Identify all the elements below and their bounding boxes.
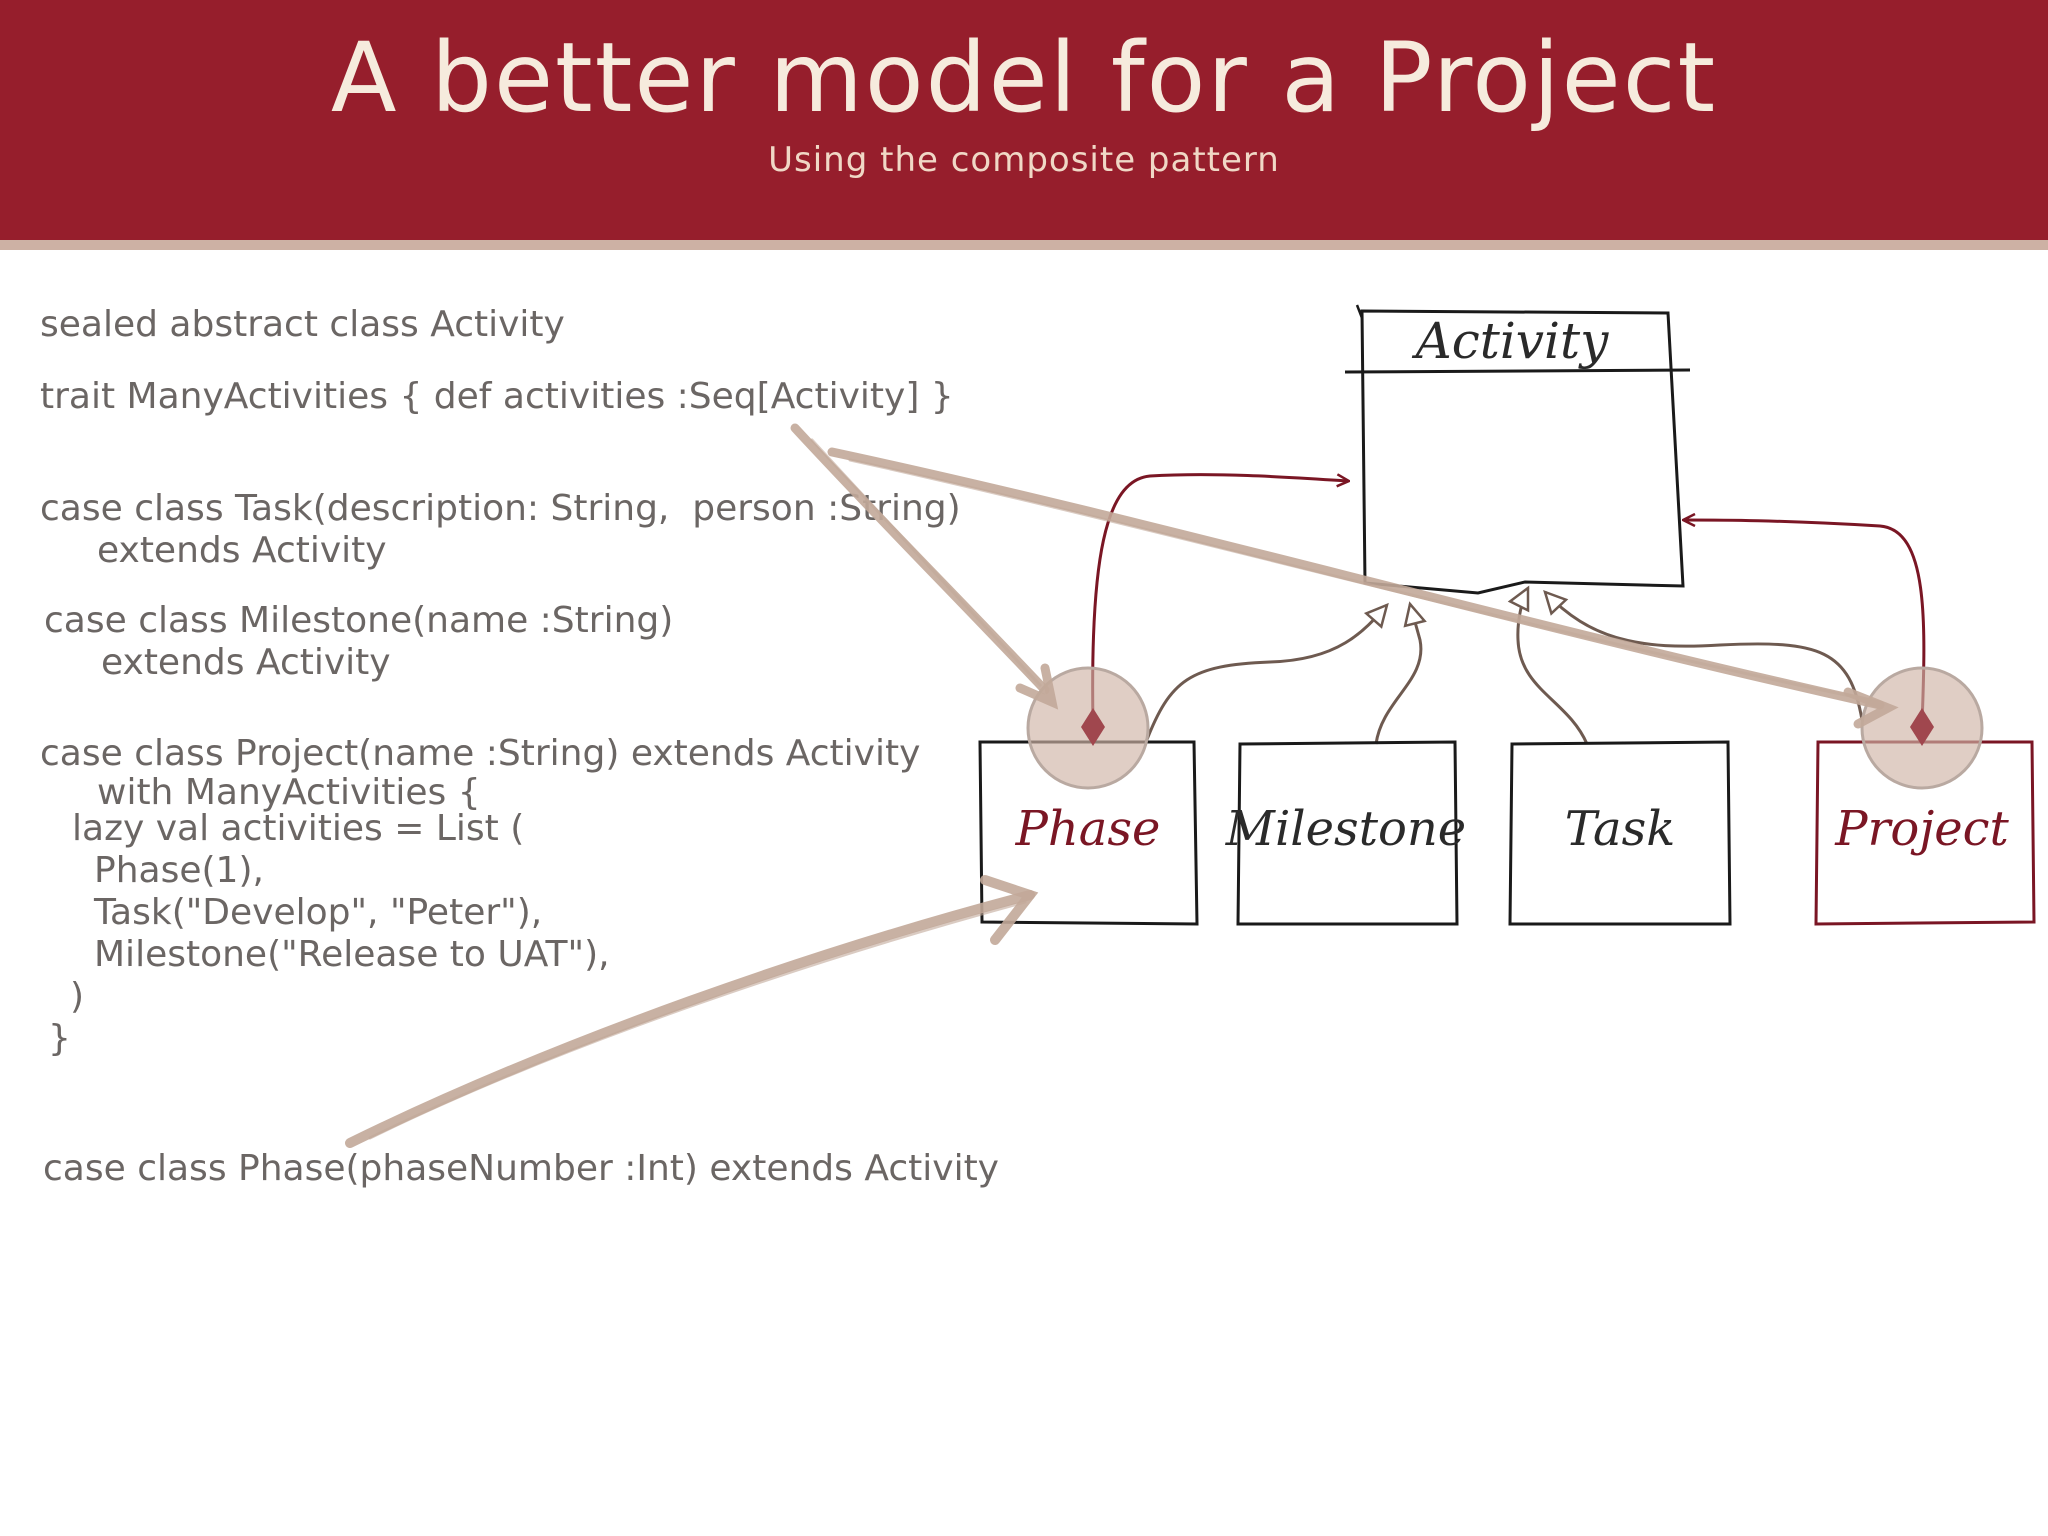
phase-composition-line [1091,473,1348,725]
phase-diamond-icon [1081,708,1105,746]
code-line-lazy-val: lazy val activities = List ( [72,808,525,849]
activity-label: Activity [1412,312,1610,370]
code-line-close-paren: ) [70,976,85,1017]
slide-title: A better model for a Project [330,22,1718,134]
code-line-project-with: with ManyActivities { [97,772,481,813]
slide-subtitle: Using the composite pattern [768,140,1280,180]
project-diamond-icon [1910,708,1934,746]
code-line-phase-1: Phase(1), [94,850,264,891]
activity-class: Activity [1344,304,1691,595]
project-class: Project [1814,740,2036,926]
header-bar [0,0,2048,240]
highlight-arrow-phase-def-to-phase [345,875,1039,1148]
highlight-arrow-trait-to-project [827,447,1899,729]
milestone-class: Milestone [1225,740,1466,926]
phase-generalization-line [1144,602,1389,743]
phase-label: Phase [1015,801,1161,857]
code-line-activity: sealed abstract class Activity [40,304,565,345]
code-line-close-brace: } [48,1018,71,1059]
code-line-task-develop: Task("Develop", "Peter"), [94,892,543,933]
code-line-phase: case class Phase(phaseNumber :Int) exten… [43,1148,999,1189]
project-generalization-line [1543,589,1864,721]
highlight-arrow-trait-to-phase [790,423,1059,710]
task-class: Task [1508,740,1732,926]
code-line-project: case class Project(name :String) extends… [40,733,921,774]
task-label: Task [1565,801,1676,857]
project-composition-line [1684,520,1926,725]
code-line-milestone-extends: extends Activity [101,642,391,683]
code-line-trait: trait ManyActivities { def activities :S… [40,376,954,417]
code-line-milestone-release: Milestone("Release to UAT"), [94,934,610,975]
code-line-task-extends: extends Activity [97,530,387,571]
task-generalization-line [1507,585,1589,745]
code-line-milestone: case class Milestone(name :String) [44,600,674,641]
milestone-label: Milestone [1225,801,1466,857]
header-divider [0,240,2048,250]
milestone-generalization-line [1374,601,1427,745]
project-label: Project [1834,801,2009,857]
code-line-task: case class Task(description: String, per… [40,488,961,529]
